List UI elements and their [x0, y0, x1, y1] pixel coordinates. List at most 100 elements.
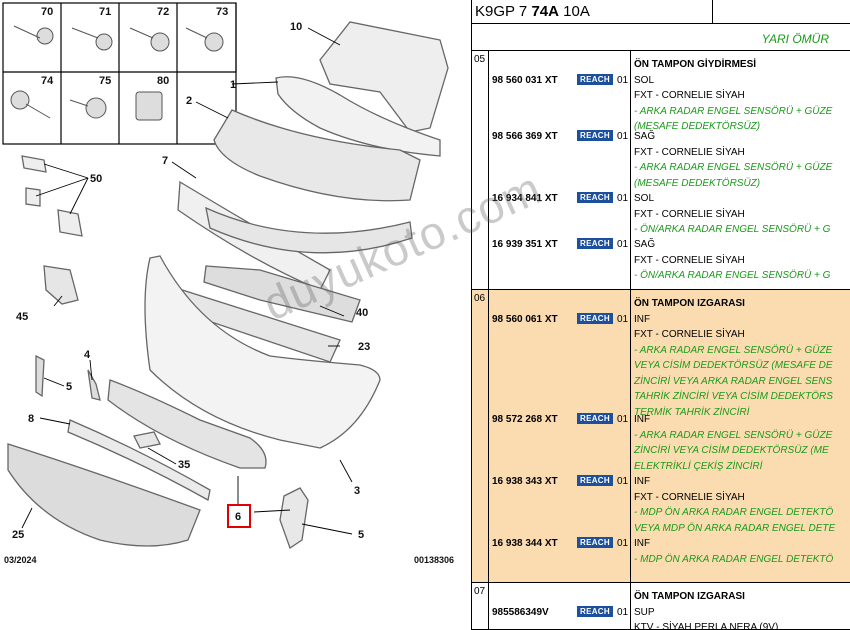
- callout-40: 40: [356, 307, 368, 319]
- callout-2: 2: [186, 95, 192, 107]
- part-quantity: 01: [617, 476, 629, 487]
- description-line: INF: [634, 313, 651, 325]
- description-line: INF: [634, 414, 651, 425]
- part-quantity: 01: [617, 131, 629, 142]
- part-outlines: [7, 21, 449, 550]
- reach-badge: REACH: [577, 73, 613, 85]
- part-reference[interactable]: 98 566 369 XT: [492, 131, 558, 142]
- group-divider: [488, 290, 489, 582]
- callout-8: 8: [28, 413, 34, 425]
- fastener-label-72: 72: [157, 6, 169, 18]
- desc-divider: [630, 583, 631, 629]
- reach-badge: REACH: [577, 413, 613, 424]
- callout-50: 50: [90, 173, 102, 185]
- description-note: - MDP ÖN ARKA RADAR ENGEL DETEKTÖ: [634, 507, 834, 518]
- leader-lines: [21, 27, 353, 535]
- description-line: SAĞ: [634, 239, 656, 250]
- part-quantity: 01: [617, 239, 629, 250]
- diagram-drawing: 70 71 72 73 74 75 80 10 1 2 50 7 45 40 2…: [2, 2, 454, 565]
- description-note: TERMİK TAHRİK ZİNCİRİ: [634, 406, 750, 418]
- part-quantity: 01: [617, 606, 629, 618]
- fastener-shapes: [10, 25, 224, 121]
- description-line: FXT - CORNELIE SİYAH: [634, 329, 745, 340]
- exploded-parts-diagram: 70 71 72 73 74 75 80 10 1 2 50 7 45 40 2…: [2, 2, 454, 565]
- fastener-label-73: 73: [216, 6, 228, 18]
- group-number: 05: [474, 54, 486, 65]
- code-suffix: 10A: [563, 3, 590, 20]
- reach-badge: REACH: [577, 537, 613, 548]
- code-bold: 74A: [531, 3, 559, 20]
- callout-35: 35: [178, 459, 190, 471]
- description-note: - ARKA RADAR ENGEL SENSÖRÜ + GÜZE: [634, 344, 833, 356]
- group-divider: [488, 51, 489, 289]
- part-description: INF - MDP ÖN ARKA RADAR ENGEL DETEKTÖ: [634, 536, 850, 567]
- callout-6: 6: [235, 511, 241, 523]
- part-reference[interactable]: 985586349V: [492, 606, 549, 618]
- part-reference[interactable]: 98 560 061 XT: [492, 313, 558, 325]
- reach-badge: REACH: [577, 192, 613, 203]
- description-line: SUP: [634, 606, 655, 618]
- desc-divider: [630, 290, 631, 582]
- part-reference[interactable]: 98 572 268 XT: [492, 414, 558, 425]
- description-line: FXT - CORNELIE SİYAH: [634, 491, 745, 503]
- group-divider: [488, 583, 489, 629]
- callout-1: 1: [230, 79, 236, 91]
- description-line: SOL: [634, 193, 655, 204]
- description-note: ZİNCİRİ VEYA ARKA RADAR ENGEL SENS: [634, 375, 833, 387]
- part-reference[interactable]: 16 939 351 XT: [492, 239, 558, 250]
- description-title: ÖN TAMPON IZGARASI: [634, 591, 745, 602]
- reach-badge: REACH: [577, 238, 613, 249]
- parts-table: K9GP 7 74A 10A YARI ÖMÜR 05 98 560 031 XT…: [471, 0, 850, 630]
- reach-badge: REACH: [577, 312, 613, 324]
- description-note: VEYA MDP ÖN ARKA RADAR ENGEL DETE: [634, 522, 836, 534]
- life-label: YARI ÖMÜR: [761, 32, 829, 46]
- fastener-label-74: 74: [41, 75, 54, 87]
- callout-45: 45: [16, 311, 28, 323]
- description-note: - ARKA RADAR ENGEL SENSÖRÜ + GÜZE: [634, 162, 833, 173]
- part-quantity: 01: [617, 313, 629, 325]
- part-quantity: 01: [617, 414, 629, 425]
- reach-badge: REACH: [577, 130, 613, 141]
- callout-25: 25: [12, 529, 24, 541]
- description-line: KTV - SİYAH PERLA NERA (9V): [634, 622, 779, 630]
- description-line: SAĞ: [634, 131, 656, 142]
- group-number: 07: [474, 586, 486, 597]
- parts-group-07: 07 985586349V REACH 01 ÖN TAMPON IZGARASI SUP…: [472, 583, 850, 630]
- description-line: INF: [634, 538, 651, 549]
- desc-divider: [630, 51, 631, 289]
- part-quantity: 01: [617, 538, 629, 549]
- fastener-label-71: 71: [99, 6, 111, 18]
- part-description: INF FXT - CORNELIE SİYAH - MDP ÖN ARKA RAD…: [634, 474, 850, 536]
- fastener-label-70: 70: [41, 6, 53, 18]
- reach-badge: REACH: [577, 605, 613, 617]
- description-note: ZİNCİRİ VEYA CİSİM DEDEKTÖRSÜZ (ME: [634, 445, 829, 456]
- description-note: (MESAFE DEDEKTÖRSÜZ): [634, 121, 761, 132]
- callout-7: 7: [162, 155, 168, 167]
- description-note: - MDP ÖN ARKA RADAR ENGEL DETEKTÖ: [634, 553, 834, 565]
- fastener-labels: 70 71 72 73 74 75 80: [41, 6, 228, 87]
- description-note: TAHRİK ZİNCİRİ VEYA CİSİM DEDEKTÖRS: [634, 391, 833, 402]
- description-note: (MESAFE DEDEKTÖRSÜZ): [634, 177, 761, 189]
- description-note: - ÖN/ARKA RADAR ENGEL SENSÖRÜ + G: [634, 270, 831, 281]
- description-line: INF: [634, 476, 651, 487]
- description-note: - ÖN/ARKA RADAR ENGEL SENSÖRÜ + G: [634, 224, 831, 235]
- code-prefix: K9GP 7: [475, 3, 528, 20]
- part-reference[interactable]: 16 938 343 XT: [492, 476, 558, 487]
- part-quantity: 01: [617, 193, 629, 204]
- highlight-box: [227, 504, 251, 528]
- parts-group-05: 05 98 560 031 XT REACH 01 ÖN TAMPON GİYDİRME…: [472, 51, 850, 290]
- part-description: INF - ARKA RADAR ENGEL SENSÖRÜ + GÜZE ZİNC…: [634, 412, 850, 474]
- diagram-number: 00138306: [414, 555, 454, 565]
- part-reference[interactable]: 16 934 841 XT: [492, 193, 558, 204]
- part-reference[interactable]: 98 560 031 XT: [492, 74, 558, 86]
- callout-10: 10: [290, 21, 302, 33]
- callout-5-right: 5: [358, 529, 364, 541]
- part-reference[interactable]: 16 938 344 XT: [492, 538, 558, 549]
- description-note: - ARKA RADAR ENGEL SENSÖRÜ + GÜZE: [634, 429, 833, 441]
- diagram-date: 03/2024: [4, 555, 37, 565]
